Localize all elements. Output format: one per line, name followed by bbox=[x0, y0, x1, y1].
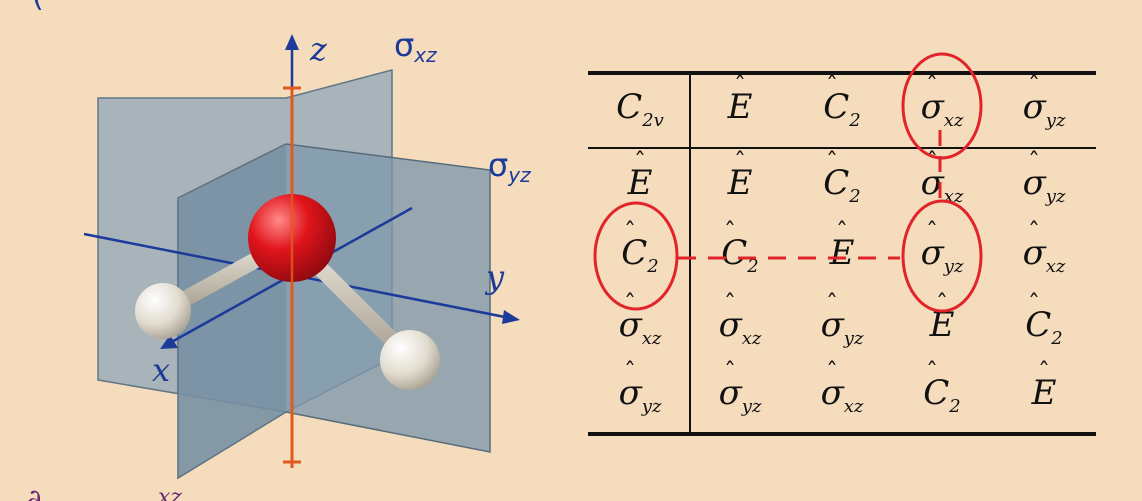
table-cell: σyz bbox=[1023, 163, 1066, 207]
partial-top-text: ( bbox=[32, 0, 44, 14]
highlight-circle-c2 bbox=[593, 201, 679, 311]
hydrogen-atom-left bbox=[135, 283, 191, 339]
table-cell-hat: ˆ bbox=[826, 358, 838, 386]
table-cell-hat: ˆ bbox=[1028, 290, 1040, 318]
table-header-cell: σxz bbox=[921, 87, 964, 131]
table-cell-hat: ˆ bbox=[624, 290, 636, 318]
table-header-cell: σyz bbox=[1023, 87, 1066, 131]
table-cell-hat: ˆ bbox=[1038, 358, 1050, 386]
table-cell: C2 bbox=[923, 373, 960, 417]
table-cell: σyz bbox=[921, 233, 964, 277]
table-header-cell-hat: ˆ bbox=[826, 72, 838, 100]
partial-bottom-text: ∂ bbox=[26, 483, 42, 501]
table-header-cell: E bbox=[727, 87, 753, 127]
z-axis-label: z bbox=[309, 30, 328, 68]
table-cell-hat: ˆ bbox=[836, 218, 848, 246]
table-cell-hat: ˆ bbox=[724, 358, 736, 386]
table-cell-hat: ˆ bbox=[826, 148, 838, 176]
table-cell-hat: ˆ bbox=[724, 290, 736, 318]
partial-bottom-xz: xz bbox=[158, 485, 182, 501]
table-cell-hat: ˆ bbox=[936, 290, 948, 318]
highlight-circle-result bbox=[901, 199, 983, 313]
hydrogen-atom-right bbox=[380, 330, 440, 390]
x-axis-arrowhead bbox=[160, 335, 178, 349]
table-cell-hat: ˆ bbox=[724, 218, 736, 246]
table-cell-hat: ˆ bbox=[1028, 218, 1040, 246]
y-axis-arrowhead bbox=[502, 310, 520, 324]
table-cell-hat: ˆ bbox=[926, 148, 938, 176]
table-header-cell-hat: ˆ bbox=[734, 72, 746, 100]
table-header-cell: C2v bbox=[616, 87, 664, 131]
table-cell-hat: ˆ bbox=[734, 148, 746, 176]
table-cell: σxz bbox=[1023, 233, 1066, 277]
table-cell: σyz bbox=[719, 373, 762, 417]
table-cell-hat: ˆ bbox=[624, 218, 636, 246]
table-cell-hat: ˆ bbox=[624, 358, 636, 386]
table-cell: E bbox=[627, 163, 653, 203]
table-cell-hat: ˆ bbox=[926, 358, 938, 386]
table-cell: C2 bbox=[1025, 305, 1062, 349]
table-cell-hat: ˆ bbox=[926, 218, 938, 246]
highlight-circle-sigma-xz bbox=[901, 52, 983, 160]
table-cell: C2 bbox=[721, 233, 758, 277]
table-cell: E bbox=[829, 233, 855, 273]
highlight-annotations bbox=[593, 52, 983, 313]
molecule-figure: ( z y x σxz bbox=[26, 0, 531, 501]
table-cell: σyz bbox=[821, 305, 864, 349]
table-cell: σxz bbox=[719, 305, 762, 349]
table-cell: σyz bbox=[619, 373, 662, 417]
sigma-xz-label: σxz bbox=[394, 26, 437, 67]
plane-overlap bbox=[178, 144, 286, 478]
table-cell-hat: ˆ bbox=[634, 148, 646, 176]
sigma-yz-label: σyz bbox=[488, 146, 531, 187]
table-header-cell: C2 bbox=[823, 87, 860, 131]
table-header-cell-hat: ˆ bbox=[1028, 72, 1040, 100]
table-cell: σxz bbox=[821, 373, 864, 417]
table-cell: E bbox=[727, 163, 753, 203]
table-cell-hat: ˆ bbox=[826, 290, 838, 318]
table-cell-hat: ˆ bbox=[1028, 148, 1040, 176]
table-cell: C2 bbox=[823, 163, 860, 207]
y-axis-label: y bbox=[484, 258, 505, 296]
table-cell: σxz bbox=[619, 305, 662, 349]
x-axis-label: x bbox=[152, 351, 170, 389]
table-header-cell-hat: ˆ bbox=[926, 72, 938, 100]
table-cell: E bbox=[1031, 373, 1057, 413]
table-cell: C2 bbox=[621, 233, 658, 277]
z-axis-arrowhead bbox=[285, 34, 299, 50]
